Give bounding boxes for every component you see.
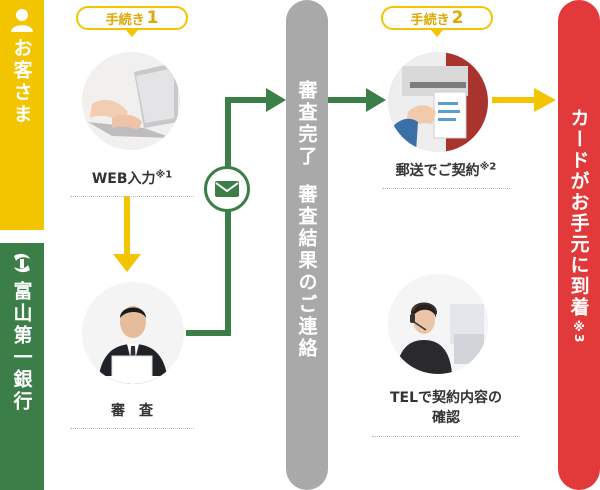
step-2-label: 手続き [410, 12, 450, 28]
mail-contract-caption: 郵送でご契約※2 [382, 160, 510, 189]
tel-confirm-line2: 確認 [432, 410, 460, 426]
tel-confirm-line1: TELで契約内容の [389, 390, 503, 406]
web-input-label: WEB入力 [91, 171, 156, 187]
step-1-label: 手続き [105, 12, 145, 28]
green-arrow-head-1 [266, 88, 286, 112]
mail-contract-label: 郵送でご契約 [395, 163, 480, 179]
envelope-icon [215, 181, 239, 197]
tel-confirm-caption: TELで契約内容の 確認 [372, 388, 520, 437]
card-arrival-label: カードがお手元に到着 [567, 108, 590, 318]
mailbox-image [388, 52, 488, 152]
review-caption: 審 査 [70, 400, 194, 429]
step-2-tag-pointer [431, 30, 443, 37]
yellow-down-arrow-shaft [124, 196, 130, 254]
bank-logo-icon [14, 253, 30, 273]
tel-confirm-photo [388, 274, 488, 374]
review-photo [82, 282, 184, 384]
web-input-caption: WEB入力※1 [70, 168, 194, 197]
green-arrow-shaft-2 [328, 97, 368, 103]
customer-lane-label: お客さま [10, 38, 33, 126]
businessman-image [82, 282, 184, 384]
envelope-badge [204, 166, 250, 212]
green-flow-line [186, 97, 268, 336]
review-label: 審 査 [111, 403, 153, 419]
mail-contract-note: ※2 [479, 161, 497, 173]
web-input-photo [82, 52, 180, 150]
card-arrival-bar: カードがお手元に到着 ※3 [558, 0, 600, 490]
bank-lane-label: 富山第一銀行 [10, 281, 33, 413]
web-input-note: ※1 [155, 169, 173, 181]
review-complete-label: 審査完了 [295, 80, 318, 168]
card-arrival-note: ※3 [572, 320, 586, 343]
step-1-number: 1 [146, 8, 159, 28]
review-result-contact-label: 審査結果のご連絡 [295, 184, 318, 360]
step-2-number: 2 [451, 8, 464, 28]
operator-image [388, 274, 488, 374]
review-complete-text: 審査完了審査結果のご連絡 [294, 80, 321, 490]
laptop-typing-image [82, 52, 180, 150]
yellow-arrow-shaft-right [492, 97, 536, 103]
step-1-tag-pointer [126, 30, 138, 37]
green-arrow-head-2 [366, 88, 386, 112]
customer-lane: お客さま [0, 0, 44, 230]
person-icon [11, 9, 33, 32]
mail-contract-photo [388, 52, 488, 152]
yellow-arrow-head-right [534, 88, 556, 112]
bank-lane: 富山第一銀行 [0, 243, 44, 490]
review-complete-bar: 審査完了審査結果のご連絡 [286, 0, 328, 490]
yellow-down-arrow-head [113, 254, 141, 272]
